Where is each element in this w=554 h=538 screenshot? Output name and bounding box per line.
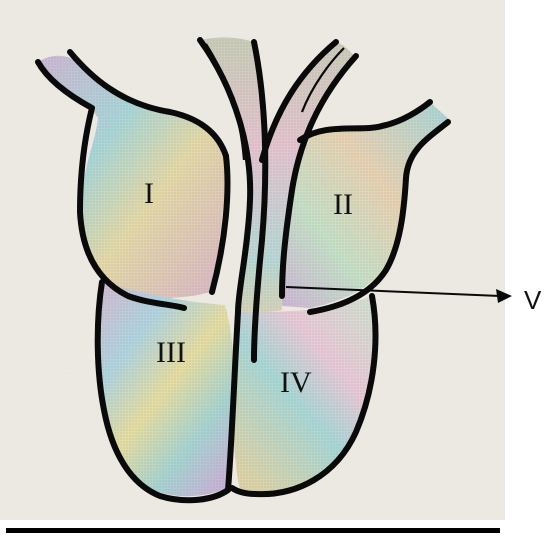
label-chamber-i: I bbox=[144, 177, 154, 210]
base-bar bbox=[6, 528, 500, 533]
label-chamber-iv: IV bbox=[280, 366, 312, 399]
label-chamber-iii: III bbox=[156, 336, 186, 369]
label-chamber-ii: II bbox=[333, 188, 353, 221]
label-pointer-v: V bbox=[524, 285, 542, 315]
